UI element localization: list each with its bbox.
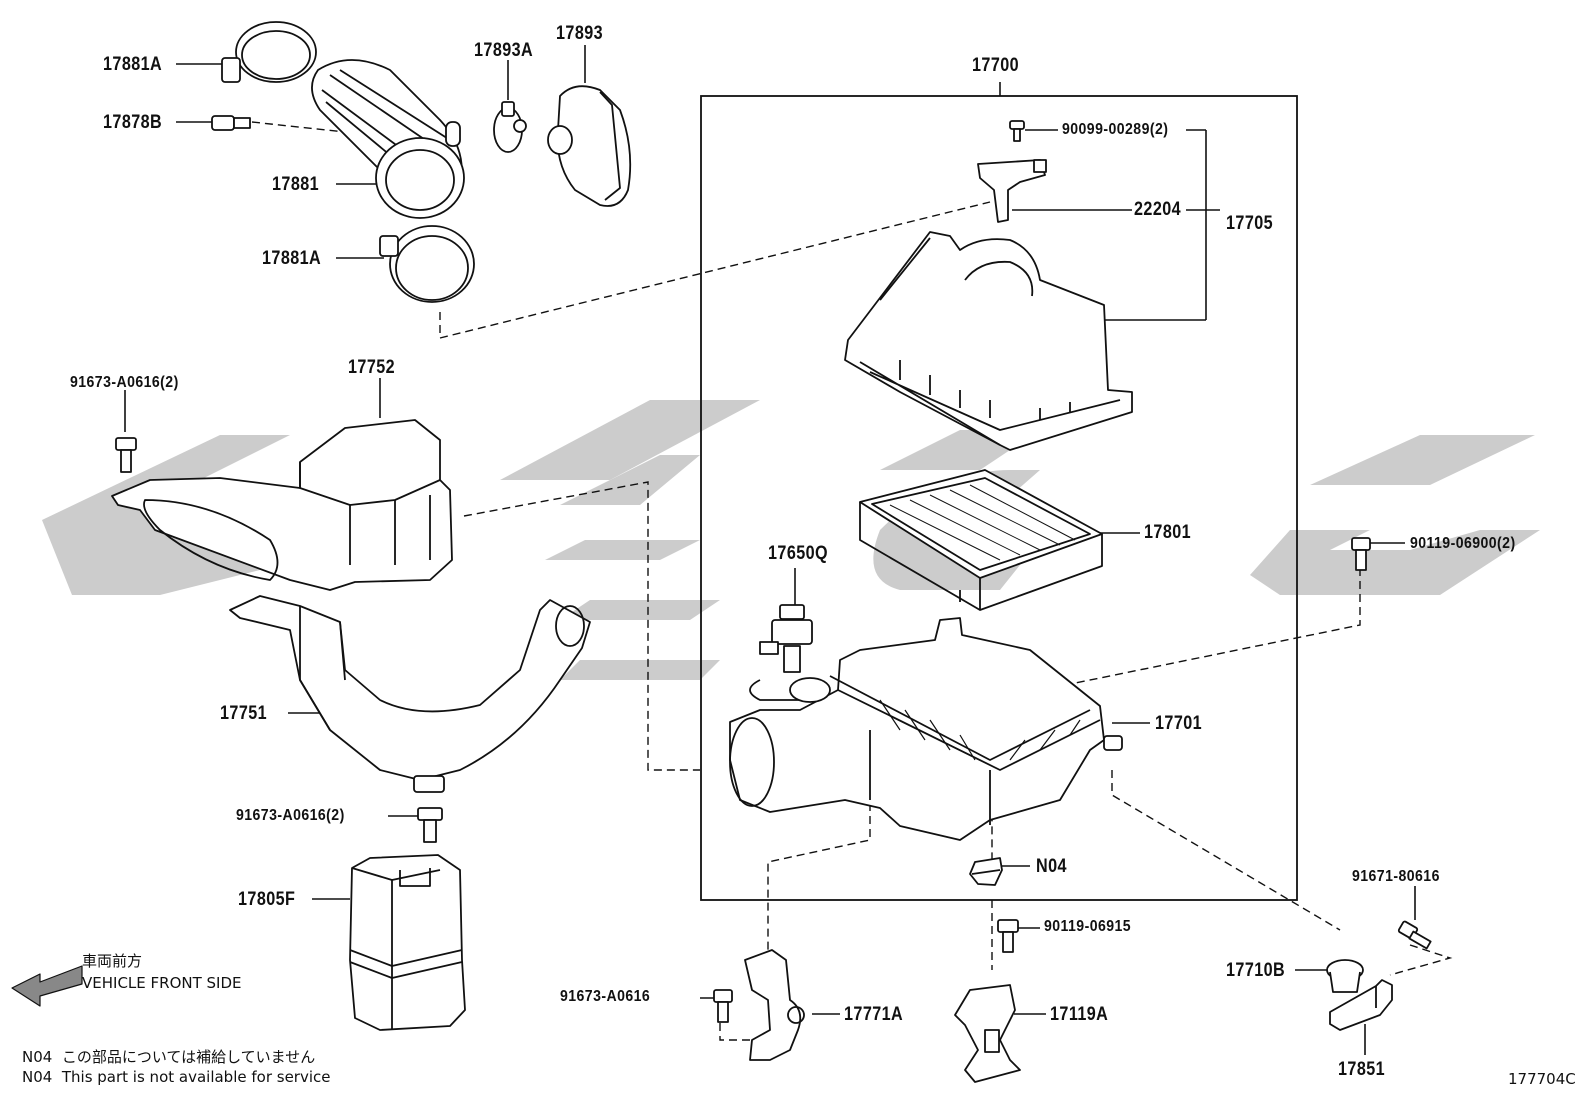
bracket-17851 bbox=[1329, 979, 1393, 1031]
callout-17893A: 17893A bbox=[474, 40, 534, 61]
front-indicator-english: VEHICLE FRONT SIDE bbox=[82, 974, 242, 992]
callout-22204: 22204 bbox=[1134, 199, 1182, 220]
callout-17801: 17801 bbox=[1144, 522, 1192, 543]
note-n04-japanese: N04 この部品については補給していません bbox=[22, 1046, 315, 1067]
callout-17751: 17751 bbox=[220, 703, 268, 724]
callout-17700: 17700 bbox=[972, 55, 1020, 76]
air-filter-17801 bbox=[859, 469, 1103, 611]
callout-17752: 17752 bbox=[348, 357, 396, 378]
callout-17650Q: 17650Q bbox=[768, 543, 829, 564]
bolt-91673-bottom bbox=[713, 989, 733, 1023]
callout-17881A-top: 17881A bbox=[103, 54, 163, 75]
callout-91671-80616: 91671-80616 bbox=[1352, 868, 1440, 885]
bolt-91671 bbox=[1397, 920, 1432, 950]
assembly-box-17700 bbox=[700, 95, 1298, 901]
air-cleaner-cap-17705 bbox=[844, 231, 1133, 451]
component-drawings bbox=[11, 21, 1432, 1083]
bolt-90119-06900 bbox=[1351, 537, 1371, 571]
callout-91673-A0616-mid: 91673-A0616(2) bbox=[236, 807, 345, 824]
note-text: This part is not available for service bbox=[61, 1068, 331, 1086]
note-n04-english: N04 This part is not available for servi… bbox=[22, 1068, 331, 1086]
callout-17771A: 17771A bbox=[844, 1004, 904, 1025]
leader-lines bbox=[124, 45, 1416, 1055]
callout-17851: 17851 bbox=[1338, 1059, 1386, 1080]
callout-90119-06900: 90119-06900(2) bbox=[1410, 535, 1516, 552]
note-code: N04 bbox=[22, 1048, 53, 1066]
cushion-17710B bbox=[1326, 959, 1364, 993]
bracket-17119A bbox=[954, 984, 1021, 1083]
airflow-meter-22204 bbox=[977, 159, 1047, 223]
diagram-id: 177704C bbox=[1508, 1070, 1576, 1088]
grommet-N04 bbox=[969, 857, 1003, 886]
callout-90119-06915: 90119-06915 bbox=[1044, 918, 1132, 935]
bolt-91673-mid bbox=[417, 807, 443, 843]
vehicle-front-arrow-icon bbox=[11, 965, 83, 1007]
bolt-90099 bbox=[1009, 120, 1025, 142]
callout-17710B: 17710B bbox=[1226, 960, 1286, 981]
callout-17119A: 17119A bbox=[1050, 1004, 1109, 1025]
sensor-plug-17878B bbox=[211, 115, 251, 131]
callout-17893: 17893 bbox=[556, 23, 604, 44]
callout-17881A-bottom: 17881A bbox=[262, 248, 322, 269]
callout-17701: 17701 bbox=[1155, 713, 1203, 734]
callout-17881: 17881 bbox=[272, 174, 320, 195]
clamp-17893A bbox=[493, 101, 527, 153]
air-inlet-17751 bbox=[229, 595, 591, 793]
front-indicator-japanese: 車両前方 bbox=[82, 952, 143, 970]
bolt-90119-06915 bbox=[997, 919, 1019, 953]
callout-17705: 17705 bbox=[1226, 213, 1274, 234]
callout-90099-00289: 90099-00289(2) bbox=[1062, 121, 1169, 138]
callout-17805F: 17805F bbox=[238, 889, 296, 910]
air-cleaner-case-17701 bbox=[729, 617, 1123, 841]
note-text: この部品については補給していません bbox=[61, 1048, 316, 1066]
callout-N04: N04 bbox=[1036, 856, 1067, 877]
bracket-17771A bbox=[744, 949, 805, 1061]
air-duct-17752 bbox=[111, 419, 453, 591]
bolt-91673-top bbox=[115, 437, 137, 473]
pressure-sensor-17650Q bbox=[759, 604, 813, 673]
note-code: N04 bbox=[22, 1068, 53, 1086]
hose-clamp-bottom bbox=[379, 225, 475, 303]
callout-91673-A0616-bottom: 91673-A0616 bbox=[560, 988, 651, 1005]
resonator-17805F bbox=[349, 854, 466, 1031]
intake-hose-17881 bbox=[311, 59, 465, 219]
callout-91673-A0616-top: 91673-A0616(2) bbox=[70, 374, 179, 391]
resonator-17893 bbox=[547, 85, 632, 207]
callout-17878B: 17878B bbox=[103, 112, 163, 133]
hose-clamp-top bbox=[221, 21, 317, 83]
